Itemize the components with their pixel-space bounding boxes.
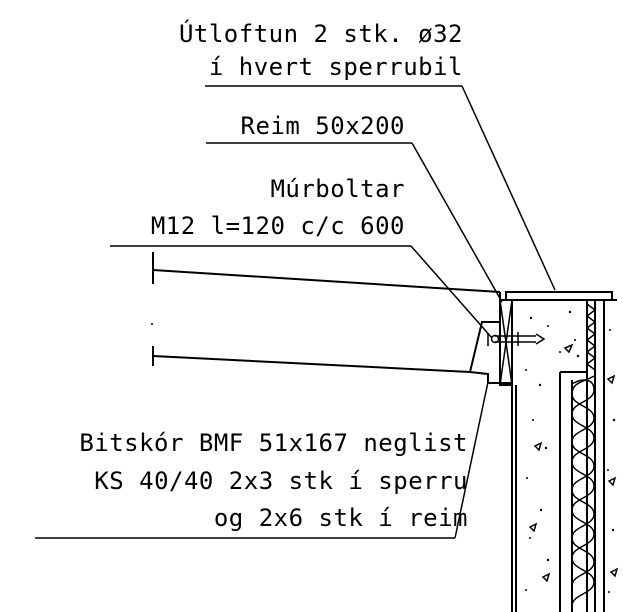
aggregate-5 — [528, 522, 538, 533]
vent-note-line-2: í hvert sperrubil — [209, 53, 463, 81]
bolt-leader — [410, 245, 493, 339]
wall-cap-outline — [505, 291, 613, 300]
bracket-note-line-3: og 2x6 stk í reim — [214, 504, 468, 532]
concrete-stipple — [525, 310, 616, 593]
aggregate-1 — [563, 343, 574, 354]
bracket-note-line-1: Bitskór BMF 51x167 neglist — [79, 429, 468, 457]
aggregate-3 — [533, 441, 543, 452]
aggregate-7 — [609, 567, 619, 578]
rafter — [151, 252, 512, 384]
vent-note: Útloftun 2 stk. ø32 í hvert sperrubil — [179, 18, 556, 291]
rafter-top-edge — [152, 269, 501, 293]
vent-note-line-1: Útloftun 2 stk. ø32 — [179, 18, 463, 48]
bolt-note: Múrboltar M12 l=120 c/c 600 — [110, 175, 493, 339]
rafter-bottom-edge — [152, 355, 471, 373]
wall-top — [505, 291, 617, 612]
bracket-leader — [454, 381, 489, 539]
beam-note-line-1: Reim 50x200 — [241, 112, 405, 140]
rafter-break-mark — [151, 323, 153, 325]
bolt-tip — [535, 333, 546, 345]
beam-leader — [411, 142, 503, 303]
insulation-layer — [571, 300, 605, 612]
bracket-note-line-2: KS 40/40 2x3 stk í sperru — [94, 467, 468, 495]
beam-note: Reim 50x200 — [206, 112, 503, 303]
vent-leader — [461, 85, 556, 291]
aggregate-triangles — [528, 343, 619, 583]
bolt-note-line-1: Múrboltar — [270, 175, 405, 203]
anchor-bolt — [487, 332, 546, 346]
insulation-hatch-2 — [571, 375, 595, 587]
aggregate-4 — [607, 476, 617, 487]
bolt-note-line-2: M12 l=120 c/c 600 — [151, 212, 405, 240]
bracket-note: Bitskór BMF 51x167 neglist KS 40/40 2x3 … — [35, 381, 489, 539]
aggregate-6 — [541, 572, 551, 583]
aggregate-2 — [606, 374, 616, 385]
insulation-hatch — [571, 303, 597, 607]
